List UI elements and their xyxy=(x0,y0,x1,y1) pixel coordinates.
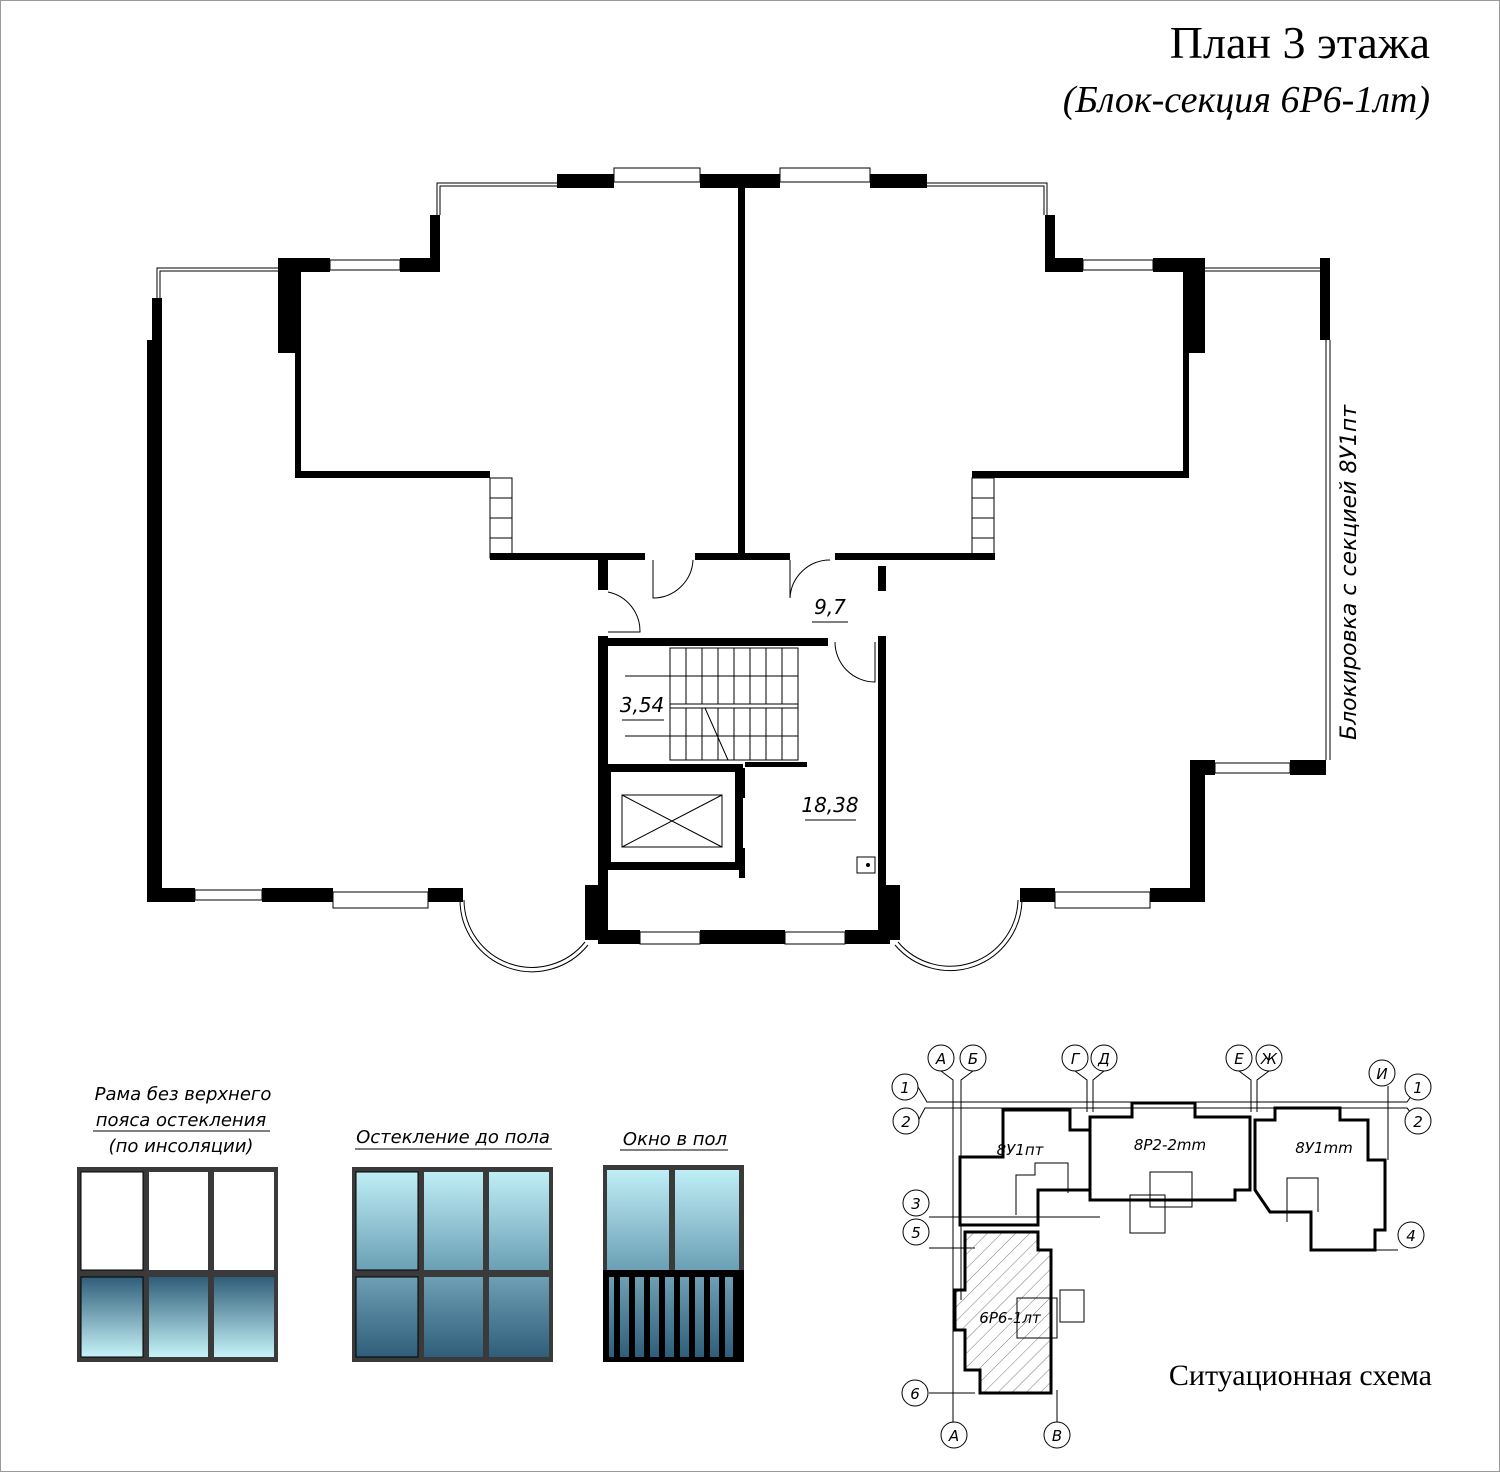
legend-1-line-2: пояса остекления xyxy=(96,1110,267,1131)
axis-label: Г xyxy=(1071,1050,1081,1068)
ventilation-shafts-right xyxy=(971,477,995,559)
legend-window-floor-glazing xyxy=(352,1167,553,1362)
axis-label: А xyxy=(948,1427,959,1445)
row-label: 1 xyxy=(900,1079,910,1097)
situational-scheme: 8У1пт 8Р2-2mm 8У1mm 6Р6-1лт А Б Г Д Е Ж … xyxy=(891,1044,1432,1449)
area-corridor: 9,7 xyxy=(814,595,846,619)
area-hall: 18,38 xyxy=(801,793,858,817)
stairs xyxy=(625,647,807,767)
axis-label: В xyxy=(1052,1427,1062,1445)
axis-label: А xyxy=(935,1050,946,1068)
scheme-block-label: 8У1mm xyxy=(1295,1139,1352,1157)
axis-label: И xyxy=(1376,1065,1387,1083)
axis-label: Ж xyxy=(1260,1050,1278,1068)
legend-1-line-1: Рама без верхнего xyxy=(95,1084,272,1105)
scheme-block-label-highlighted: 6Р6-1лт xyxy=(979,1309,1042,1327)
row-label: 2 xyxy=(1413,1113,1423,1131)
legend: Рама без верхнего пояса остекления (по и… xyxy=(77,1084,744,1362)
scheme-block-label: 8Р2-2mm xyxy=(1134,1136,1206,1154)
legend-3-label: Окно в пол xyxy=(623,1129,727,1150)
legend-window-french xyxy=(603,1165,744,1362)
axis-label: Д xyxy=(1097,1050,1110,1068)
axis-label: Е xyxy=(1234,1050,1244,1068)
legend-window-no-top-glazing xyxy=(77,1167,278,1362)
row-label: 4 xyxy=(1406,1227,1416,1245)
row-label: 6 xyxy=(910,1385,920,1403)
axis-label: Б xyxy=(968,1050,978,1068)
area-stair: 3,54 xyxy=(620,693,665,717)
elevator-shaft xyxy=(603,764,745,878)
row-label: 2 xyxy=(901,1113,911,1131)
side-note: Блокировка с секцией 8У1пт xyxy=(1337,404,1362,740)
row-label: 3 xyxy=(911,1195,921,1213)
scheme-block-label: 8У1пт xyxy=(997,1141,1045,1159)
legend-2-label: Остекление до пола xyxy=(356,1127,550,1148)
row-label: 5 xyxy=(911,1224,921,1242)
row-label: 1 xyxy=(1413,1079,1423,1097)
plan-title: План 3 этажа xyxy=(1170,17,1430,68)
plan-subtitle: (Блок-секция 6Р6-1лт) xyxy=(1063,79,1430,121)
floor-plan: 9,7 xyxy=(147,167,1362,973)
ventilation-shafts-left xyxy=(489,477,513,559)
scheme-title: Ситуационная схема xyxy=(1169,1359,1432,1392)
legend-1-line-3: (по инсоляции) xyxy=(109,1136,254,1157)
